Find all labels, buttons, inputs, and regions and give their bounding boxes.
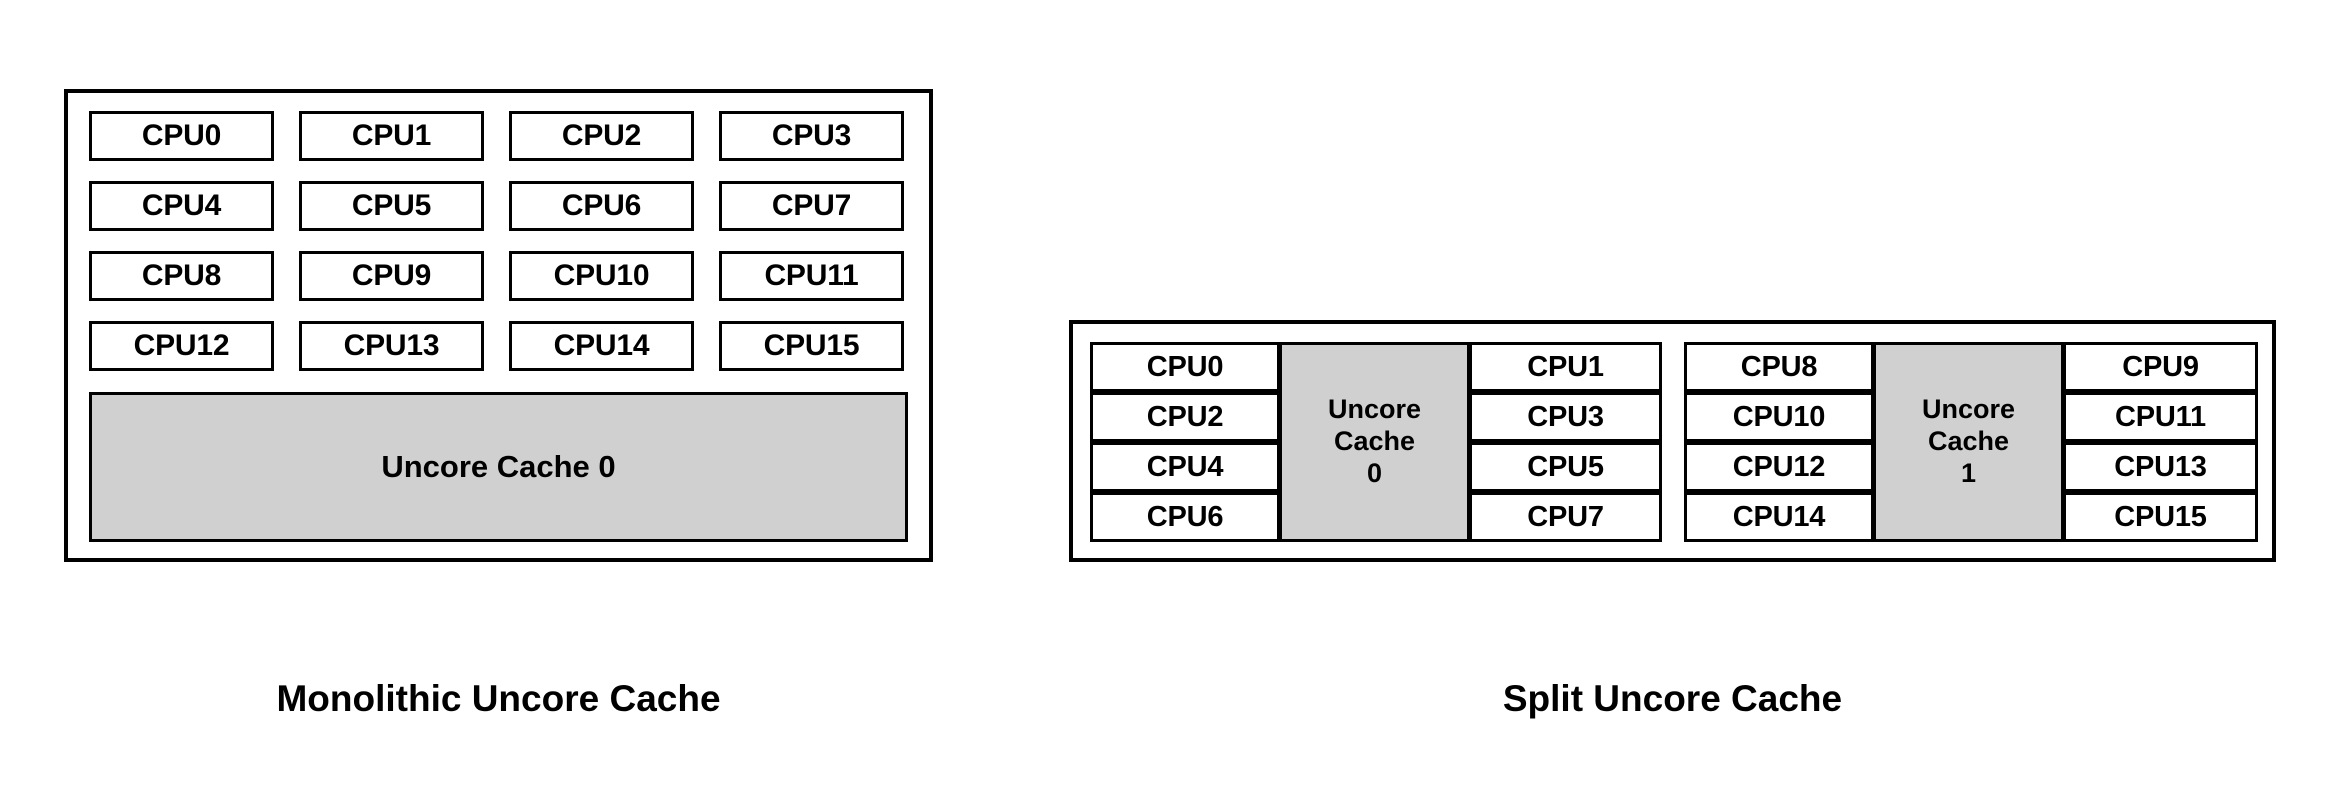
uncore-cache-1-line3: 1 [1960, 457, 1977, 488]
cpu-box-cpu15[interactable]: CPU15 [719, 321, 904, 371]
cpu-box-cpu15-split[interactable]: CPU15 [2063, 492, 2258, 542]
monolithic-figure-caption: Monolithic Uncore Cache [276, 678, 721, 719]
cpu-box-cpu12-split[interactable]: CPU12 [1684, 442, 1874, 492]
cpu-box-cpu1-split[interactable]: CPU1 [1469, 342, 1662, 392]
uncore-cache-0-box[interactable]: Uncore Cache 0 [89, 392, 908, 542]
cpu-box-cpu7[interactable]: CPU7 [719, 181, 904, 231]
cpu-box-cpu1[interactable]: CPU1 [299, 111, 484, 161]
cpu-box-cpu6[interactable]: CPU6 [509, 181, 694, 231]
split-figure-caption: Split Uncore Cache [1502, 678, 1843, 719]
uncore-cache-0-box-split[interactable]: Uncore Cache 0 [1279, 342, 1470, 542]
cpu-box-cpu5[interactable]: CPU5 [299, 181, 484, 231]
uncore-cache-1-line1: Uncore [1921, 394, 2016, 425]
cpu-box-cpu8[interactable]: CPU8 [89, 251, 274, 301]
cpu-box-cpu0-split[interactable]: CPU0 [1090, 342, 1280, 392]
cpu-box-cpu3-split[interactable]: CPU3 [1469, 392, 1662, 442]
cpu-box-cpu10-split[interactable]: CPU10 [1684, 392, 1874, 442]
cpu-box-cpu13-split[interactable]: CPU13 [2063, 442, 2258, 492]
cpu-box-cpu7-split[interactable]: CPU7 [1469, 492, 1662, 542]
cpu-box-cpu12[interactable]: CPU12 [89, 321, 274, 371]
cpu-box-cpu0[interactable]: CPU0 [89, 111, 274, 161]
uncore-cache-0-line1: Uncore [1327, 394, 1422, 425]
cpu-box-cpu5-split[interactable]: CPU5 [1469, 442, 1662, 492]
uncore-cache-1-box-split[interactable]: Uncore Cache 1 [1873, 342, 2064, 542]
cpu-box-cpu4-split[interactable]: CPU4 [1090, 442, 1280, 492]
cpu-box-cpu9[interactable]: CPU9 [299, 251, 484, 301]
uncore-cache-0-line3: 0 [1366, 457, 1383, 488]
cpu-box-cpu13[interactable]: CPU13 [299, 321, 484, 371]
cpu-box-cpu10[interactable]: CPU10 [509, 251, 694, 301]
cpu-box-cpu6-split[interactable]: CPU6 [1090, 492, 1280, 542]
cpu-box-cpu11[interactable]: CPU11 [719, 251, 904, 301]
uncore-cache-1-line2: Cache [1927, 426, 2010, 457]
cpu-box-cpu3[interactable]: CPU3 [719, 111, 904, 161]
cpu-box-cpu14[interactable]: CPU14 [509, 321, 694, 371]
cpu-box-cpu2-split[interactable]: CPU2 [1090, 392, 1280, 442]
cpu-box-cpu9-split[interactable]: CPU9 [2063, 342, 2258, 392]
cpu-box-cpu8-split[interactable]: CPU8 [1684, 342, 1874, 392]
cpu-box-cpu14-split[interactable]: CPU14 [1684, 492, 1874, 542]
cpu-box-cpu11-split[interactable]: CPU11 [2063, 392, 2258, 442]
cpu-box-cpu2[interactable]: CPU2 [509, 111, 694, 161]
cpu-box-cpu4[interactable]: CPU4 [89, 181, 274, 231]
uncore-cache-0-line2: Cache [1333, 426, 1416, 457]
